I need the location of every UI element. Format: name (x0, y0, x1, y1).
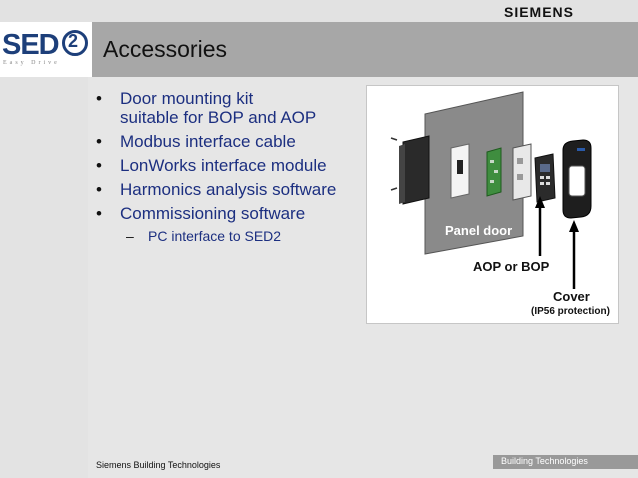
footer-division-badge: Building Technologies (493, 455, 638, 469)
sub-bullet-item: – PC interface to SED2 (96, 227, 366, 245)
sed2-logo: SED 2 Easy Drive (0, 22, 92, 77)
bullet-line: suitable for BOP and AOP (120, 108, 317, 127)
siemens-brand: SIEMENS (503, 4, 574, 20)
aop-arrow-head-icon (535, 196, 545, 208)
bullet-line: Harmonics analysis software (120, 180, 337, 199)
top-bar: SIEMENS (0, 0, 638, 22)
panel-door-shape (424, 91, 524, 255)
bullet-dot-icon: • (96, 89, 102, 108)
bullet-item: • Harmonics analysis software (96, 180, 366, 199)
bullet-line: LonWorks interface module (120, 156, 327, 175)
cover-protection-label: (IP56 protection) (531, 306, 610, 317)
bullet-dot-icon: • (96, 204, 102, 223)
bullet-dot-icon: • (96, 156, 102, 175)
bullet-item: • Modbus interface cable (96, 132, 366, 151)
bullet-dot-icon: • (96, 132, 102, 151)
mounting-bracket-shape (402, 135, 430, 205)
cover-arrow-head-icon (569, 220, 579, 232)
footer-division-text: Building Technologies (501, 456, 588, 466)
sub-bullet-text: PC interface to SED2 (148, 228, 282, 244)
footer-company: Siemens Building Technologies (96, 460, 221, 470)
logo-subtitle: Easy Drive (3, 60, 60, 66)
bullet-item: • LonWorks interface module (96, 156, 366, 175)
bullet-line: Modbus interface cable (120, 132, 296, 151)
bullet-dot-icon: • (96, 180, 102, 199)
page-title: Accessories (103, 36, 227, 62)
adapter-plate-shape (512, 143, 532, 201)
keypad-shape (534, 153, 556, 203)
bullet-item: • Commissioning software (96, 204, 366, 223)
cover-label: Cover (553, 289, 590, 304)
aop-bop-label: AOP or BOP (473, 259, 550, 274)
bullet-line: Commissioning software (120, 204, 306, 223)
exploded-view-drawing (390, 91, 592, 289)
logo-number: 2 (68, 31, 79, 51)
left-band (0, 0, 88, 478)
panel-door-label: Panel door (445, 223, 513, 238)
sub-bullet-dash-icon: – (126, 228, 134, 244)
bullet-item: • Door mounting kit suitable for BOP and… (96, 89, 366, 127)
bullet-list: • Door mounting kit suitable for BOP and… (96, 89, 366, 245)
accessory-figure: Panel door AOP or BOP Cover (IP56 protec… (366, 85, 619, 324)
title-bar (0, 22, 638, 77)
logo-ring-icon (62, 30, 88, 56)
bullet-line: Door mounting kit (120, 89, 254, 108)
bracket-side-shape (399, 144, 405, 204)
frame-opening-shape (457, 160, 463, 174)
logo-text: SED (2, 29, 60, 61)
